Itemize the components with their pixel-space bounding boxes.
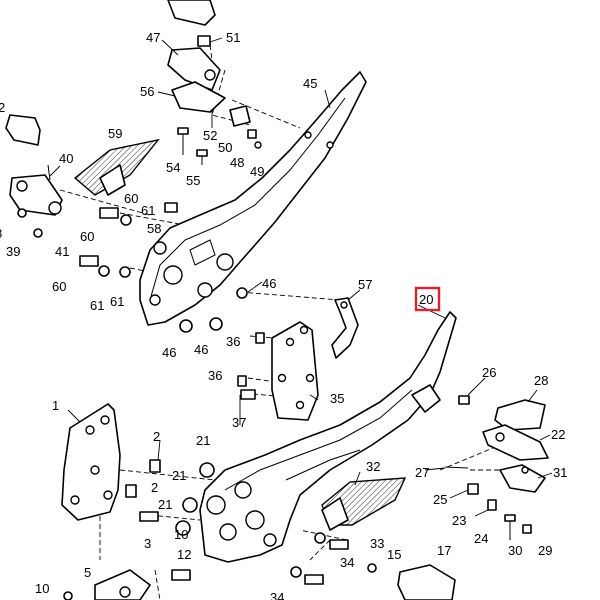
callout-36-bottom: 36 bbox=[208, 368, 222, 383]
callout-46-right: 46 bbox=[262, 276, 276, 291]
plate-35 bbox=[237, 321, 319, 421]
callout-24: 24 bbox=[474, 531, 488, 546]
callout-47: 47 bbox=[146, 30, 160, 45]
callout-17: 17 bbox=[437, 543, 451, 558]
callout-60-bottom: 60 bbox=[52, 279, 66, 294]
callout-54: 54 bbox=[166, 160, 180, 175]
callout-26: 26 bbox=[482, 365, 496, 380]
left-footpeg-assembly bbox=[5, 114, 63, 216]
callout-60-top: 60 bbox=[124, 191, 138, 206]
callout-2-mid: 2 bbox=[153, 429, 160, 444]
callout-35: 35 bbox=[330, 391, 344, 406]
callout-28: 28 bbox=[534, 373, 548, 388]
callout-33: 33 bbox=[370, 536, 384, 551]
callout-39: 39 bbox=[6, 244, 20, 259]
callout-21-bottom: 21 bbox=[158, 497, 172, 512]
callout-32: 32 bbox=[366, 459, 380, 474]
callout-57: 57 bbox=[358, 277, 372, 292]
callout-3: 3 bbox=[144, 536, 151, 551]
callout-22: 22 bbox=[551, 427, 565, 442]
callout-46-left: 46 bbox=[162, 345, 176, 360]
callout-48: 48 bbox=[230, 155, 244, 170]
footrest-bracket-20 bbox=[199, 311, 457, 563]
callout-55: 55 bbox=[186, 173, 200, 188]
callout-2-top: 2 bbox=[0, 100, 5, 115]
callout-labels: 47 51 56 45 2 59 52 50 40 48 54 49 55 60… bbox=[0, 30, 567, 600]
callout-50: 50 bbox=[218, 140, 232, 155]
callout-12: 12 bbox=[177, 547, 191, 562]
callout-60-mid: 60 bbox=[80, 229, 94, 244]
callout-21-mid: 21 bbox=[172, 468, 186, 483]
callout-49: 49 bbox=[250, 164, 264, 179]
plate-1 bbox=[61, 403, 161, 521]
callout-40: 40 bbox=[59, 151, 73, 166]
small-hardware-top bbox=[177, 35, 262, 165]
callout-23: 23 bbox=[452, 513, 466, 528]
callout-59: 59 bbox=[108, 126, 122, 141]
callout-29: 29 bbox=[538, 543, 552, 558]
callout-34-right: 34 bbox=[340, 555, 354, 570]
callout-37: 37 bbox=[232, 415, 246, 430]
callout-41: 41 bbox=[55, 244, 69, 259]
callout-46-mid: 46 bbox=[194, 342, 208, 357]
leader-lines bbox=[49, 37, 553, 517]
callout-61-top: 61 bbox=[141, 203, 155, 218]
callout-8: 8 bbox=[0, 226, 2, 241]
callout-2-bottom: 2 bbox=[151, 480, 158, 495]
callout-27: 27 bbox=[415, 465, 429, 480]
callout-36-top: 36 bbox=[226, 334, 240, 349]
callout-45: 45 bbox=[303, 76, 317, 91]
callout-10-near: 10 bbox=[174, 527, 188, 542]
callout-56: 56 bbox=[140, 84, 154, 99]
callout-10: 10 bbox=[35, 581, 49, 596]
callout-20: 20 bbox=[419, 292, 433, 307]
footrest-bracket-45 bbox=[139, 71, 367, 326]
callout-34-bottom: 34 bbox=[270, 590, 284, 600]
heel-guard-32 bbox=[321, 477, 407, 531]
bolts-washers-left bbox=[17, 202, 248, 333]
callout-15: 15 bbox=[387, 547, 401, 562]
callout-1: 1 bbox=[52, 398, 59, 413]
callout-31: 31 bbox=[553, 465, 567, 480]
callout-61-left: 61 bbox=[90, 298, 104, 313]
small-hardware-bottom bbox=[63, 462, 377, 600]
rear-footpeg-assembly bbox=[167, 0, 226, 113]
callout-25: 25 bbox=[433, 492, 447, 507]
callout-61-right: 61 bbox=[110, 294, 124, 309]
callout-58: 58 bbox=[147, 221, 161, 236]
callout-5: 5 bbox=[84, 565, 91, 580]
callout-51: 51 bbox=[226, 30, 240, 45]
footpeg-17 bbox=[397, 564, 456, 600]
callout-30: 30 bbox=[508, 543, 522, 558]
callout-20-highlight bbox=[414, 286, 441, 312]
bracket-57 bbox=[331, 297, 359, 359]
heel-guard-59 bbox=[73, 138, 160, 196]
right-footpeg-assembly bbox=[444, 395, 549, 540]
bracket-hole bbox=[163, 265, 183, 285]
callout-52: 52 bbox=[203, 128, 217, 143]
callout-21-top: 21 bbox=[196, 433, 210, 448]
